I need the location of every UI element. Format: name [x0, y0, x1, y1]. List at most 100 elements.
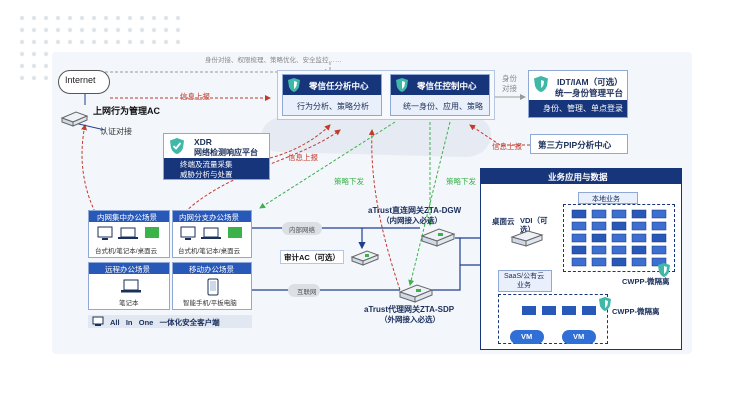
vdi-label: VDI（可 选）: [520, 216, 548, 234]
analysis-center-sub: 行为分析、策略分析: [297, 102, 369, 111]
intranet-net-label: 内部网络: [289, 227, 315, 234]
xdr-sub-bar: [164, 158, 269, 179]
decor-dot: [55, 39, 61, 45]
decor-dot: [115, 27, 121, 33]
decor-dot: [127, 15, 133, 21]
idt-sub: 身份、管理、单点登录: [543, 104, 623, 113]
audit-ac-box: [280, 250, 344, 264]
server-icon: [611, 233, 627, 243]
vm-label-1: VM: [521, 332, 533, 341]
decor-dot: [151, 15, 157, 21]
server-icon: [651, 245, 667, 255]
local-business-label: 本地业务: [592, 196, 620, 203]
audit-device-icon: [350, 250, 380, 266]
server-icon: [631, 245, 647, 255]
server-icon: [571, 209, 587, 219]
policy-down-label-1: 策略下发: [334, 177, 364, 186]
scene-mobile-title: 移动办公场景: [189, 265, 234, 274]
decor-dot: [103, 15, 109, 21]
decor-dot: [163, 27, 169, 33]
server-icon: [631, 233, 647, 243]
analysis-center-title: 零信任分析中心: [309, 81, 369, 91]
saas-server-icons: [522, 306, 596, 315]
decor-dot: [43, 15, 49, 21]
decor-dot: [175, 27, 181, 33]
idt-sub-bar: [529, 100, 627, 117]
idt-title2: 统一身份管理平台: [555, 88, 624, 98]
local-business-frame: [563, 204, 675, 272]
server-icon: [571, 221, 587, 231]
internet-net-cloud: [288, 284, 320, 297]
third-party-label: 第三方PIP分析中心: [538, 140, 612, 150]
decor-dot: [19, 39, 25, 45]
decor-dot: [43, 75, 49, 81]
server-icon: [651, 233, 667, 243]
vm-cloud-1: [510, 330, 544, 344]
scene-header: [173, 263, 251, 274]
server-icon: [591, 257, 607, 267]
computer-icons: [97, 226, 159, 240]
decor-dot: [115, 39, 121, 45]
server-icon: [591, 245, 607, 255]
decor-dot: [55, 15, 61, 21]
server-icon: [522, 306, 536, 315]
server-icon: [651, 209, 667, 219]
identity-pair-label: 身份 对接: [502, 74, 517, 93]
decor-dot: [151, 27, 157, 33]
laptop-label: 笔记本: [119, 300, 139, 307]
intranet-net-cloud: [282, 222, 322, 235]
phone-label: 智能手机/平板电脑: [183, 300, 237, 307]
decor-dot: [19, 15, 25, 21]
xdr-sub2: 威胁分析与处置: [180, 170, 233, 179]
scene-header: [173, 211, 251, 222]
business-header-label: 业务应用与数据: [548, 172, 608, 182]
decor-dot: [151, 39, 157, 45]
decor-dot: [91, 39, 97, 45]
idt-box: IDT/IAM（可选） 统一身份管理平台 身份、管理、单点登录: [528, 70, 628, 118]
sdp-title: aTrust代理网关ZTA-SDP: [364, 305, 455, 314]
decor-dot: [91, 27, 97, 33]
vm-cloud-2: [562, 330, 596, 344]
analysis-center-box: 零信任分析中心 行为分析、策略分析: [282, 74, 382, 116]
vdi-device-icon: [510, 230, 544, 247]
shield-icon: [396, 78, 408, 92]
decor-dot: [67, 15, 73, 21]
server-icon: [571, 233, 587, 243]
decor-dot: [43, 27, 49, 33]
xdr-title2: 网络检测响应平台: [194, 148, 258, 157]
decor-dot: [139, 39, 145, 45]
dgw-sub: （内网接入必选）: [382, 216, 442, 225]
info-report-label-1: 信息上报: [180, 92, 210, 101]
server-icon: [571, 245, 587, 255]
decor-dot: [139, 27, 145, 33]
xdr-title: XDR: [194, 137, 212, 147]
decor-dot: [139, 15, 145, 21]
decor-dot: [43, 39, 49, 45]
auth-pair-label: 认证对接: [100, 127, 132, 136]
ac-device-icon: [60, 111, 88, 127]
decor-dot: [31, 63, 37, 69]
control-center-title: 零信任控制中心: [417, 81, 477, 91]
shield-icon: [658, 263, 670, 277]
server-cluster-icon: [571, 209, 667, 267]
server-icon: [651, 221, 667, 231]
shield-icon: [534, 76, 548, 92]
server-icon: [571, 257, 587, 267]
client-icon: [92, 316, 104, 326]
control-center-box: 零信任控制中心 统一身份、应用、策略: [390, 74, 490, 116]
server-icon: [631, 221, 647, 231]
decor-dot: [103, 39, 109, 45]
decor-dot: [127, 39, 133, 45]
sdp-sub: （外网接入必选）: [380, 315, 440, 324]
xdr-sub1: 终端及流量采集: [180, 160, 233, 169]
all-in-one-label: All In One 一体化安全客户端: [110, 318, 220, 327]
vm-label-2: VM: [573, 332, 585, 341]
control-center-header: [391, 75, 489, 95]
decor-dot: [91, 15, 97, 21]
decor-dot: [43, 63, 49, 69]
server-icon: [631, 209, 647, 219]
server-icon: [631, 257, 647, 267]
decor-dot: [31, 51, 37, 57]
top-note: 身份对接、权限梳理、策略优化、安全监控……: [205, 57, 342, 64]
decor-dot: [115, 15, 121, 21]
